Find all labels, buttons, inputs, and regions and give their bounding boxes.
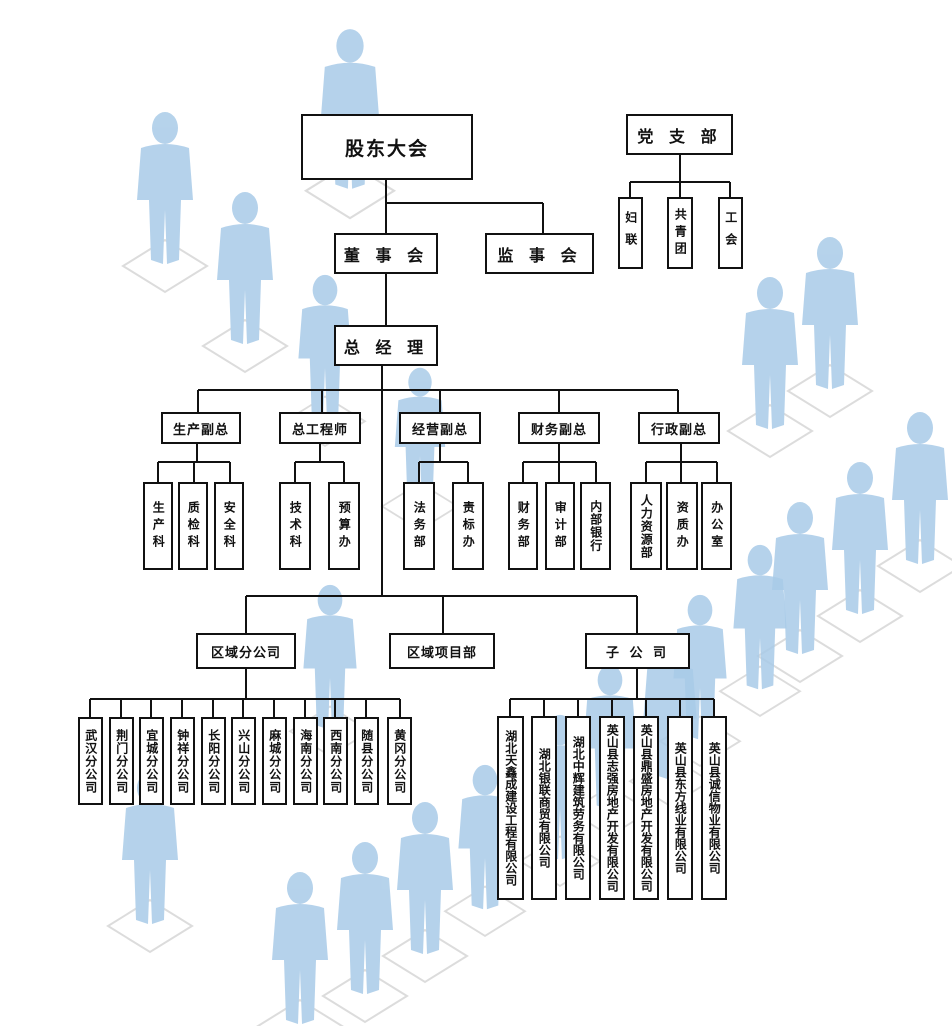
branch-box: 黄冈分公司 [387,717,412,805]
dept-label: 法务部 [412,500,427,552]
party-unit-label: 工会 [723,211,738,255]
dept-box: 质检科 [178,482,208,570]
dept-box: 内部银行 [580,482,611,570]
vp-label: 经营副总 [411,422,468,438]
project-dept-label: 区域项目部 [406,645,477,661]
branch-label: 武汉分公司 [83,728,98,794]
company-box: 英山县诚信物业有限公司 [701,716,727,900]
company-label: 湖北中辉建筑劳务有限公司 [571,736,586,880]
dept-box: 资质办 [666,482,698,570]
dept-box: 审计部 [545,482,575,570]
company-box: 湖北银联商贸有限公司 [531,716,557,900]
branch-box: 西南分公司 [323,717,348,805]
vp-box: 总工程师 [279,412,361,444]
branch-label: 随县分公司 [359,728,374,794]
party-unit-label: 共青团 [673,207,688,259]
branch-label: 长阳分公司 [206,728,221,794]
company-label: 湖北天鑫成建设工程有限公司 [503,730,518,886]
company-box: 湖北中辉建筑劳务有限公司 [565,716,591,900]
dept-label: 生产科 [151,500,166,552]
dept-label: 质检科 [186,500,201,552]
vp-box: 生产副总 [161,412,241,444]
branch-box: 随县分公司 [354,717,379,805]
dept-label: 安全科 [222,500,237,552]
branch-label: 钟祥分公司 [175,728,190,794]
branch-box: 宜城分公司 [139,717,164,805]
dept-label: 人力资源部 [639,493,654,559]
supervisors-label: 监 事 会 [497,245,582,265]
dept-box: 预算办 [328,482,360,570]
party-unit-box: 共青团 [667,197,693,269]
dept-box: 法务部 [403,482,435,570]
company-box: 英山县志强房地产开发有限公司 [599,716,625,900]
vp-box: 财务副总 [518,412,600,444]
project-dept-box: 区域项目部 [389,633,495,669]
shareholders-meeting-label: 股东大会 [344,137,429,160]
dept-box: 财务部 [508,482,538,570]
vp-label: 行政副总 [650,422,707,438]
branch-box: 长阳分公司 [201,717,226,805]
subsidiary-label: 子 公 司 [605,645,670,661]
board-box: 董 事 会 [334,233,438,274]
shareholders-meeting-box: 股东大会 [301,114,473,180]
branch-label: 宜城分公司 [144,728,159,794]
general-manager-box: 总 经 理 [334,325,438,366]
dept-box: 责标办 [452,482,484,570]
company-label: 英山县鼎盛房地产开发有限公司 [639,724,654,892]
dept-box: 技术科 [279,482,311,570]
dept-label: 技术科 [288,500,303,552]
regional-branch-box: 区域分公司 [196,633,296,669]
vp-box: 经营副总 [399,412,481,444]
vp-label: 财务副总 [530,422,587,438]
branch-box: 兴山分公司 [231,717,256,805]
general-manager-label: 总 经 理 [343,337,429,357]
party-unit-box: 工会 [718,197,743,269]
dept-box: 办公室 [701,482,732,570]
company-box: 湖北天鑫成建设工程有限公司 [497,716,524,900]
branch-label: 荆门分公司 [114,728,129,794]
dept-label: 内部银行 [588,500,603,552]
supervisors-box: 监 事 会 [485,233,594,274]
dept-label: 预算办 [337,500,352,552]
subsidiary-box: 子 公 司 [585,633,690,669]
company-label: 湖北银联商贸有限公司 [537,748,552,868]
branch-label: 黄冈分公司 [392,728,407,794]
regional-branch-label: 区域分公司 [210,645,281,661]
party-branch-label: 党 支 部 [637,126,722,146]
branch-box: 武汉分公司 [78,717,103,805]
party-unit-label: 妇联 [623,211,638,255]
vp-box: 行政副总 [638,412,720,444]
dept-label: 财务部 [516,500,531,552]
company-label: 英山县志强房地产开发有限公司 [605,724,620,892]
branch-box: 荆门分公司 [109,717,134,805]
party-branch-box: 党 支 部 [626,114,733,155]
dept-label: 办公室 [709,500,724,552]
board-label: 董 事 会 [343,245,429,265]
company-box: 英山县东方线业有限公司 [667,716,693,900]
company-box: 英山县鼎盛房地产开发有限公司 [633,716,659,900]
branch-label: 兴山分公司 [236,728,251,794]
branch-box: 钟祥分公司 [170,717,195,805]
dept-label: 责标办 [461,500,476,552]
dept-box: 人力资源部 [630,482,662,570]
dept-box: 生产科 [143,482,173,570]
company-label: 英山县诚信物业有限公司 [707,742,722,874]
dept-label: 审计部 [553,500,568,552]
vp-label: 生产副总 [172,422,229,438]
company-label: 英山县东方线业有限公司 [673,742,688,874]
dept-box: 安全科 [214,482,244,570]
branch-box: 海南分公司 [293,717,318,805]
branch-label: 海南分公司 [298,728,313,794]
branch-label: 麻城分公司 [267,728,282,794]
dept-label: 资质办 [675,500,690,552]
party-unit-box: 妇联 [618,197,643,269]
branch-box: 麻城分公司 [262,717,287,805]
branch-label: 西南分公司 [328,728,343,794]
vp-label: 总工程师 [291,422,348,438]
